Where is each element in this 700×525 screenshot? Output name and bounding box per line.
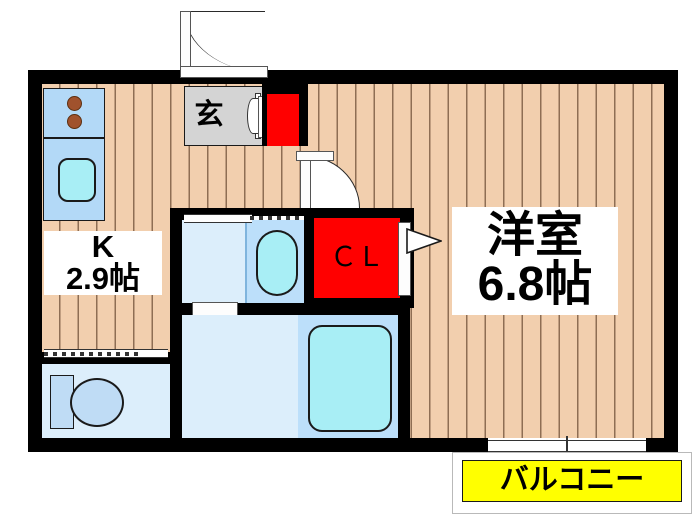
closet-label-text: ＣＬ bbox=[330, 242, 384, 273]
toilet-bowl bbox=[70, 378, 124, 427]
closet-label: ＣＬ bbox=[314, 240, 400, 276]
outer-wall-right bbox=[664, 70, 678, 452]
outer-wall-left bbox=[28, 70, 42, 452]
kitchen-label-line1: K bbox=[91, 229, 115, 265]
genkan-step-curve bbox=[247, 98, 259, 134]
living-room-label: 洋室 6.8帖 bbox=[452, 207, 618, 315]
living-room-label-line1: 洋室 bbox=[486, 209, 583, 263]
kitchen-counter-divider bbox=[43, 137, 105, 139]
shoe-box bbox=[267, 94, 299, 146]
wetzone-wall-bath-split bbox=[285, 303, 293, 315]
room-door-leaf bbox=[300, 155, 311, 212]
living-room-label-line2: 6.8帖 bbox=[477, 258, 593, 311]
entrance-threshold bbox=[180, 66, 268, 78]
stove-burner-rear bbox=[67, 96, 82, 111]
genkan-label-text: 玄 bbox=[194, 99, 224, 132]
entrance-door-leaf bbox=[180, 11, 191, 73]
balcony-label-text: バルコニー bbox=[499, 464, 645, 497]
washroom-floor bbox=[182, 315, 298, 438]
genkan-label: 玄 bbox=[186, 97, 232, 135]
wetzone-wall-left bbox=[170, 208, 182, 452]
stove-burner-front bbox=[67, 114, 82, 129]
closet-box bbox=[314, 218, 400, 298]
kitchen-label-line2: 2.9帖 bbox=[65, 261, 141, 296]
closet-door-arrow-icon bbox=[406, 228, 442, 254]
kitchen-sink-basin bbox=[58, 158, 96, 202]
kitchen-label: K 2.9帖 bbox=[44, 231, 162, 295]
balcony-label: バルコニー bbox=[462, 460, 682, 502]
bathtub bbox=[308, 325, 392, 432]
vanity-basin bbox=[256, 230, 298, 296]
toilet-door-dotted bbox=[44, 352, 140, 356]
vanity-rail-solid bbox=[184, 214, 252, 223]
room-door-head bbox=[296, 151, 334, 161]
outer-wall-top bbox=[28, 70, 678, 84]
washroom-door bbox=[192, 302, 238, 316]
vanity-counter-edge bbox=[182, 220, 246, 303]
balcony-door-mullion bbox=[566, 436, 568, 453]
entrance-door-swing bbox=[184, 11, 265, 72]
